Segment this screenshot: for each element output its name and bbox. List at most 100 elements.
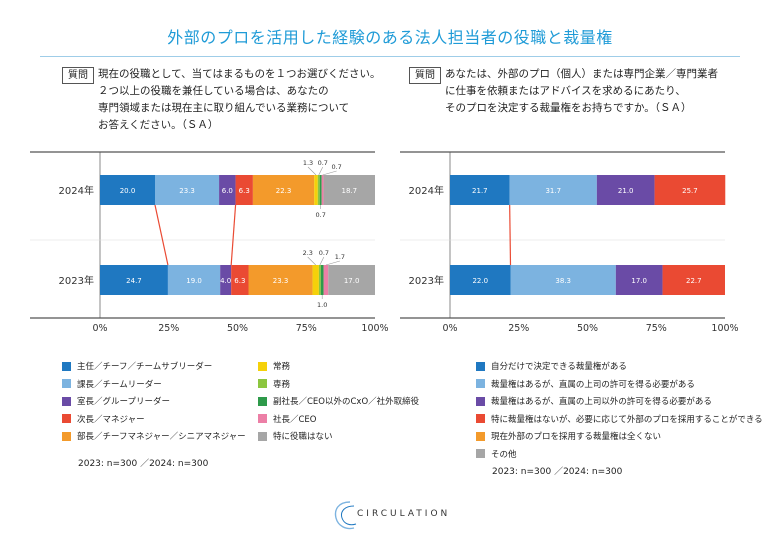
data-label: 24.7 bbox=[126, 277, 142, 285]
legend-swatch bbox=[62, 361, 71, 371]
legend-label: 社長／CEO bbox=[273, 414, 317, 425]
x-tick-label: 75% bbox=[296, 323, 317, 334]
right-question-text: あなたは、外部のプロ（個人）または専門企業／専門業者 に仕事を依頼またはアドバイ… bbox=[445, 68, 718, 114]
x-tick-label: 100% bbox=[361, 323, 388, 334]
x-tick-label: 25% bbox=[508, 323, 529, 334]
x-tick-label: 0% bbox=[92, 323, 107, 334]
bar-segment bbox=[320, 265, 324, 295]
data-label: 4.0 bbox=[220, 277, 231, 285]
x-tick-label: 0% bbox=[442, 323, 457, 334]
category-label: 2023年 bbox=[59, 274, 94, 287]
brand-name: CIRCULATION bbox=[357, 509, 451, 519]
legend-label: 裁量権はあるが、直属の上司以外の許可を得る必要がある bbox=[491, 397, 712, 407]
legend-item: 現在外部のプロを採用する裁量権は全くない bbox=[476, 430, 661, 442]
legend-swatch bbox=[476, 379, 485, 388]
right-question-block: 質問 あなたは、外部のプロ（個人）または専門企業／専門業者 に仕事を依頼またはア… bbox=[409, 66, 749, 136]
data-label: 23.3 bbox=[273, 277, 289, 285]
legend-item: 次長／マネジャー bbox=[62, 413, 145, 425]
legend-label: 副社長／CEO以外のCxO／社外取締役 bbox=[273, 397, 420, 407]
legend-swatch bbox=[476, 449, 485, 458]
bar-segment bbox=[323, 265, 329, 295]
callout-leader bbox=[307, 256, 316, 266]
data-label: 19.0 bbox=[186, 277, 202, 285]
callout-label: 0.7 bbox=[318, 159, 328, 167]
legend-swatch bbox=[258, 396, 267, 406]
legend-item: 常務 bbox=[258, 360, 290, 372]
legend-item: 特に役職はない bbox=[258, 430, 333, 442]
x-tick-label: 50% bbox=[577, 323, 598, 334]
legend-swatch bbox=[62, 379, 71, 388]
connector-line bbox=[230, 204, 237, 266]
callout-leader bbox=[325, 260, 340, 266]
data-label: 18.7 bbox=[341, 187, 357, 195]
callout-leader bbox=[322, 170, 337, 176]
legend-item: その他 bbox=[476, 448, 517, 460]
category-label: 2024年 bbox=[59, 184, 94, 197]
bar-segment bbox=[450, 265, 511, 295]
legend-swatch bbox=[258, 414, 267, 423]
data-label: 6.3 bbox=[234, 277, 245, 285]
data-label: 17.0 bbox=[344, 277, 360, 285]
data-label: 6.3 bbox=[239, 187, 250, 195]
legend-label: 特に裁量権はないが、必要に応じて外部のプロを採用することができる bbox=[491, 414, 763, 425]
connector-line bbox=[154, 204, 169, 266]
question-tag: 質問 bbox=[62, 67, 94, 84]
bar-segment bbox=[328, 265, 375, 295]
circulation-logo-icon bbox=[334, 501, 357, 530]
callout-label: 1.0 bbox=[317, 301, 327, 309]
callout-label: 1.7 bbox=[335, 253, 345, 261]
bar-segment bbox=[510, 265, 616, 295]
bar-segment bbox=[220, 265, 232, 295]
callout-label: 0.7 bbox=[319, 249, 329, 257]
legend-item: 社長／CEO bbox=[258, 413, 317, 425]
legend-label: 課長／チームリーダー bbox=[77, 379, 162, 390]
bar-segment bbox=[317, 175, 320, 205]
data-label: 21.7 bbox=[472, 187, 488, 195]
callout-leader bbox=[307, 166, 317, 176]
bar-segment bbox=[321, 175, 324, 205]
legend-item: 室長／グループリーダー bbox=[62, 395, 170, 407]
legend-item: 裁量権はあるが、直属の上司以外の許可を得る必要がある bbox=[476, 395, 712, 407]
data-label: 6.0 bbox=[222, 187, 233, 195]
category-label: 2024年 bbox=[409, 184, 444, 197]
bar-segment bbox=[252, 175, 315, 205]
legend-item: 裁量権はあるが、直属の上司の許可を得る必要がある bbox=[476, 378, 695, 390]
bar-segment bbox=[312, 265, 319, 295]
legend-label: 部長／チーフマネジャー／シニアマネジャー bbox=[77, 432, 246, 442]
bar-segment bbox=[318, 265, 321, 295]
bar-segment bbox=[231, 265, 249, 295]
x-tick-label: 75% bbox=[646, 323, 667, 334]
bar-segment bbox=[596, 175, 655, 205]
left-sample-note: 2023: n=300 ／2024: n=300 bbox=[78, 459, 209, 469]
legend-swatch bbox=[62, 396, 71, 406]
legend-label: 室長／グループリーダー bbox=[77, 397, 170, 407]
data-label: 23.3 bbox=[179, 187, 195, 195]
legend-item: 課長／チームリーダー bbox=[62, 378, 162, 390]
bar-segment bbox=[100, 175, 155, 205]
legend-item: 主任／チーフ／チームサブリーダー bbox=[62, 360, 212, 372]
legend-label: 裁量権はあるが、直属の上司の許可を得る必要がある bbox=[491, 379, 695, 390]
role-legend: 主任／チーフ／チームサブリーダー課長／チームリーダー室長／グループリーダー次長／… bbox=[62, 360, 419, 445]
bar-segment bbox=[509, 175, 597, 205]
legend-swatch bbox=[476, 361, 485, 371]
legend-swatch bbox=[476, 396, 485, 406]
right-sample-note: 2023: n=300 ／2024: n=300 bbox=[492, 467, 623, 477]
x-tick-label: 50% bbox=[227, 323, 248, 334]
data-label: 38.3 bbox=[555, 277, 571, 285]
page-title: 外部のプロを活用した経験のある法人担当者の役職と裁量権 bbox=[167, 28, 613, 47]
legend-swatch bbox=[476, 431, 485, 441]
callout-leader bbox=[319, 256, 325, 266]
bar-segment bbox=[155, 175, 220, 205]
data-label: 20.0 bbox=[120, 187, 136, 195]
bar-segment bbox=[100, 265, 168, 295]
legend-swatch bbox=[476, 414, 485, 423]
bar-segment bbox=[167, 265, 221, 295]
legend-label: その他 bbox=[491, 449, 517, 460]
data-label: 22.0 bbox=[472, 277, 488, 285]
callout-label: 1.3 bbox=[303, 159, 313, 167]
left-question-text: 現在の役職として、当てはまるものを１つお選びください。２つ以上の役職を兼任してい… bbox=[98, 68, 381, 131]
bar-segment bbox=[219, 175, 236, 205]
callout-label: 2.3 bbox=[303, 249, 313, 257]
legend-label: 主任／チーフ／チームサブリーダー bbox=[77, 362, 213, 372]
